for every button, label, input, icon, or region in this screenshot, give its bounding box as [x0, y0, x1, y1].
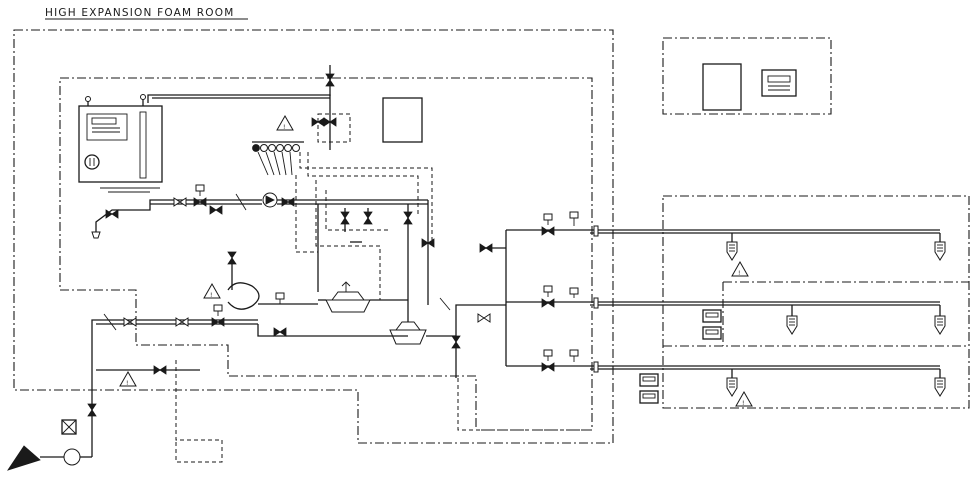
pump-discharge-valve [281, 197, 295, 207]
warning-mark-3: ! [742, 400, 744, 407]
discharge-branch-1 [506, 211, 940, 237]
dashed-return-line [175, 360, 223, 463]
foam-generator-1b [934, 241, 946, 261]
zone-gauge-2 [543, 285, 553, 298]
alarm-valve [123, 317, 137, 327]
foam-solution-line [426, 304, 506, 337]
warning-mark-2: ! [738, 270, 740, 277]
foam-generator-2b [934, 315, 946, 335]
zone-gauge-3 [543, 349, 553, 362]
isolation-valve-1 [193, 197, 207, 207]
control-room-boundary [662, 37, 832, 115]
water-inlet-line [95, 199, 262, 232]
foam-concentrate-pump [262, 192, 278, 208]
return-line [257, 324, 408, 337]
water-source [7, 445, 41, 471]
foam-proportioner-cabinet [78, 94, 163, 183]
sample-valve-1 [340, 211, 350, 225]
foam-proportioner-left [325, 281, 371, 313]
tank-valve [227, 251, 237, 265]
vent-check-valve [325, 73, 335, 87]
pressure-gauge-3 [275, 292, 285, 305]
strainer-2 [477, 313, 491, 323]
isolation-valve-2 [211, 317, 225, 327]
warning-mark-4: ! [210, 292, 212, 299]
zone-valve-3 [541, 362, 555, 372]
foam-generator-1a [726, 241, 738, 261]
foam-room-outer-boundary [13, 29, 614, 444]
detection-loop [457, 378, 592, 431]
strainer-3 [175, 317, 189, 327]
control-line-b [307, 152, 419, 215]
foam-room-inner-boundary [59, 77, 593, 431]
control-line-e [325, 190, 390, 231]
local-panel [382, 97, 423, 143]
valve-manifold [252, 141, 304, 176]
vent-loop [317, 113, 351, 143]
control-line-a [299, 152, 433, 240]
pump-controller [61, 419, 77, 435]
diagram-title: HIGH EXPANSION FOAM ROOM [45, 7, 235, 19]
discharge-branch-2 [506, 285, 940, 309]
test-valve-2 [153, 365, 167, 375]
check-valve-1 [403, 211, 413, 225]
pump-check-valve [87, 403, 97, 417]
warning-mark-1: ! [283, 124, 285, 131]
drain-valve-1 [209, 205, 223, 215]
pressure-gauge-2 [213, 304, 223, 317]
foam-tank-shape [227, 282, 260, 310]
control-panel-display [761, 69, 797, 97]
zone-gauge-1 [543, 213, 553, 226]
pressure-gauge-1 [195, 184, 205, 197]
control-cabinet [702, 63, 742, 111]
foam-generator-2a [786, 315, 798, 335]
foam-proportioner-right [389, 312, 427, 345]
control-line-c [295, 175, 319, 272]
main-supply-line [91, 319, 258, 420]
test-valve [479, 243, 493, 253]
sample-valve-2 [363, 211, 373, 225]
inlet-valve [105, 209, 119, 219]
drain-valve-2 [451, 335, 461, 349]
discharge-branch-3 [506, 349, 940, 373]
zone-valve-2 [541, 298, 555, 308]
zone-panel-2 [639, 373, 659, 404]
strainer-valve [173, 197, 187, 207]
concentrate-line [147, 94, 331, 150]
warning-mark-5: ! [126, 380, 128, 387]
return-valve [273, 327, 287, 337]
foam-generator-3a [726, 377, 738, 397]
zone-panel-1 [702, 309, 722, 340]
foam-generator-3b [934, 377, 946, 397]
zone-valve-1 [541, 226, 555, 236]
control-line-d [315, 180, 381, 300]
